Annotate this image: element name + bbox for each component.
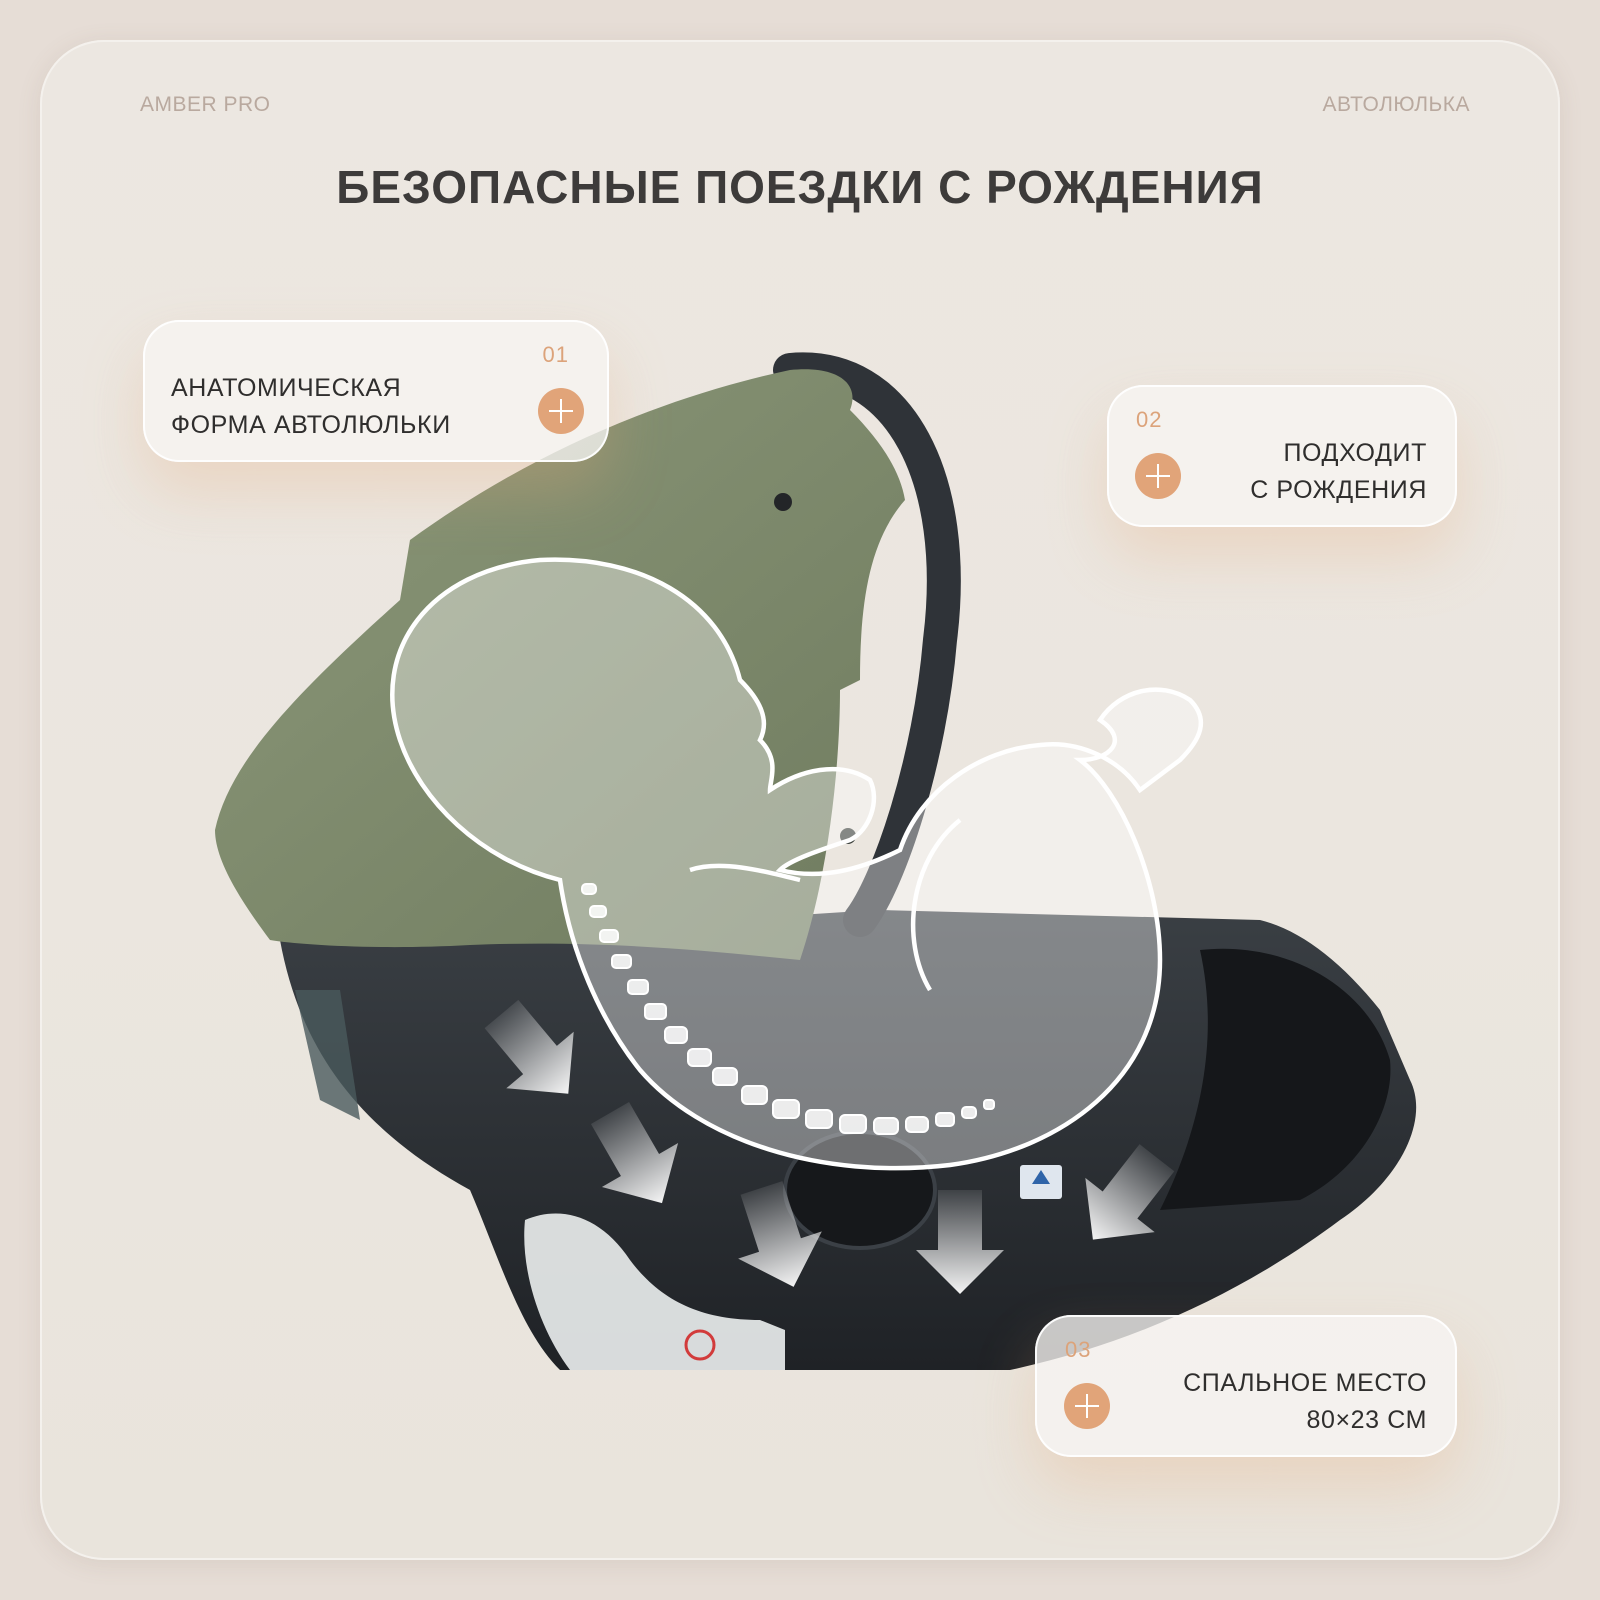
feature-number: 01 bbox=[542, 342, 569, 367]
page-title: БЕЗОПАСНЫЕ ПОЕЗДКИ С РОЖДЕНИЯ bbox=[336, 161, 1264, 213]
pressure-arrows bbox=[484, 999, 1175, 1294]
feature-text: ПОДХОДИТ С РОЖДЕНИЯ bbox=[1250, 435, 1427, 509]
feature-line: СПАЛЬНОЕ МЕСТО bbox=[1183, 1369, 1427, 1397]
feature-line: 80×23 СМ bbox=[1306, 1406, 1427, 1434]
feature-number: 03 bbox=[1065, 1337, 1092, 1362]
feature-line: АНАТОМИЧЕСКАЯ bbox=[171, 374, 402, 402]
feature-line: ПОДХОДИТ bbox=[1283, 439, 1427, 467]
plus-icon[interactable] bbox=[1064, 1383, 1110, 1429]
pressure-arrow-icon bbox=[916, 1190, 1004, 1294]
seat-canopy bbox=[215, 369, 905, 960]
brand-label: AMBER PRO bbox=[140, 93, 271, 116]
pressure-arrow-icon bbox=[484, 999, 574, 1094]
feature-number: 02 bbox=[1136, 407, 1163, 432]
plus-icon[interactable] bbox=[538, 388, 584, 434]
plus-icon[interactable] bbox=[1135, 453, 1181, 499]
feature-card-1: 01 АНАТОМИЧЕСКАЯ ФОРМА АВТОЛЮЛЬКИ bbox=[143, 320, 609, 462]
pressure-arrow-icon bbox=[1085, 1144, 1175, 1240]
feature-card-3: 03 СПАЛЬНОЕ МЕСТО 80×23 СМ bbox=[1035, 1315, 1457, 1457]
pressure-arrow-icon bbox=[738, 1181, 822, 1287]
feature-line: ФОРМА АВТОЛЮЛЬКИ bbox=[171, 411, 451, 439]
feature-card-2: 02 ПОДХОДИТ С РОЖДЕНИЯ bbox=[1107, 385, 1457, 527]
feature-text: АНАТОМИЧЕСКАЯ ФОРМА АВТОЛЮЛЬКИ bbox=[171, 370, 451, 444]
category-label: АВТОЛЮЛЬКА bbox=[1322, 93, 1470, 116]
feature-line: С РОЖДЕНИЯ bbox=[1250, 476, 1427, 504]
baby-silhouette bbox=[390, 557, 1203, 1171]
feature-text: СПАЛЬНОЕ МЕСТО 80×23 СМ bbox=[1183, 1365, 1427, 1439]
seat-shell bbox=[280, 352, 1417, 1370]
pressure-arrow-icon bbox=[590, 1102, 679, 1204]
